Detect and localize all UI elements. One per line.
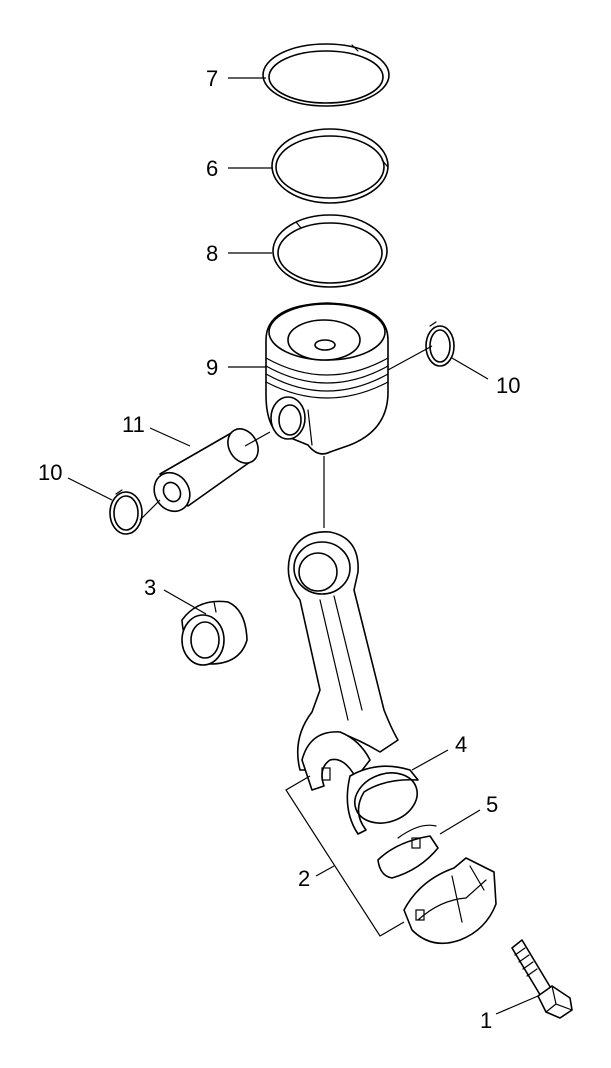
circlip-left[interactable] xyxy=(109,489,143,535)
callout-6: 6 xyxy=(206,156,218,181)
callout-1: 1 xyxy=(480,1008,492,1033)
leader-lines xyxy=(67,77,539,1015)
connecting-rod[interactable] xyxy=(287,531,399,791)
callout-7: 7 xyxy=(206,66,218,91)
callout-2: 2 xyxy=(298,866,310,891)
rod-cap-bolt[interactable] xyxy=(511,939,573,1019)
connecting-rod-cap[interactable] xyxy=(403,857,497,945)
callout-11: 11 xyxy=(122,412,145,437)
callout-4: 4 xyxy=(455,732,467,757)
callout-9: 9 xyxy=(206,355,218,380)
bearing-shell-upper[interactable] xyxy=(346,765,424,835)
bearing-shell-lower[interactable] xyxy=(377,824,439,879)
callout-10-right: 10 xyxy=(496,373,520,398)
circlip-right[interactable] xyxy=(425,321,455,367)
piston[interactable] xyxy=(265,302,389,455)
callout-5: 5 xyxy=(486,792,498,817)
piston-pin[interactable] xyxy=(147,423,264,517)
piston-ring-oil[interactable] xyxy=(272,214,388,288)
piston-ring-top[interactable] xyxy=(262,43,390,107)
callout-labels: 7 6 8 9 10 11 10 3 4 5 2 1 xyxy=(38,66,520,1033)
assembly-bracket xyxy=(285,775,405,937)
piston-ring-second[interactable] xyxy=(271,128,389,204)
small-end-bushing[interactable] xyxy=(181,600,248,666)
callout-10-left: 10 xyxy=(38,460,62,485)
callout-3: 3 xyxy=(144,575,156,600)
callout-8: 8 xyxy=(206,241,218,266)
